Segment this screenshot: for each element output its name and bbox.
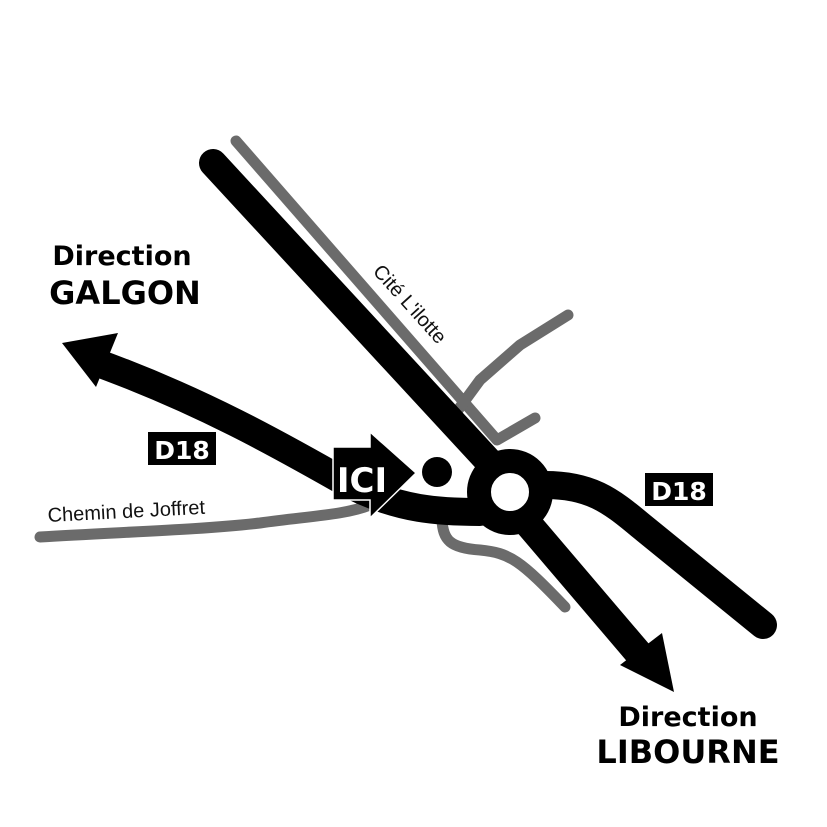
direction-libourne-line2: LIBOURNE — [596, 733, 779, 771]
roundabout — [467, 449, 553, 535]
arrow-galgon — [62, 333, 118, 387]
major-roads — [81, 149, 777, 669]
road-cite-lilotte — [230, 135, 541, 446]
d18-label-west: D18 — [148, 432, 216, 465]
ici-label: ICI — [337, 461, 387, 501]
road-south — [511, 506, 654, 669]
direction-galgon-line2: GALGON — [49, 274, 201, 312]
road-d18-east — [531, 471, 777, 639]
svg-text:D18: D18 — [154, 436, 210, 465]
road-north — [199, 149, 506, 479]
road-d18-west — [81, 348, 494, 526]
d18-label-east: D18 — [645, 473, 713, 506]
svg-text:D18: D18 — [651, 477, 707, 506]
ici-marker: ICI — [332, 430, 418, 520]
direction-libourne-line1: Direction — [618, 702, 757, 733]
road-chemin-de-joffret — [34, 499, 376, 543]
road-south-minor — [436, 514, 571, 613]
location-dot — [422, 457, 452, 487]
minor-roads — [34, 135, 574, 613]
street-label-chemin: Chemin de Joffret — [47, 497, 206, 527]
direction-galgon-line1: Direction — [52, 241, 191, 272]
arrow-libourne — [620, 633, 674, 692]
road-cite-branch — [452, 309, 574, 416]
